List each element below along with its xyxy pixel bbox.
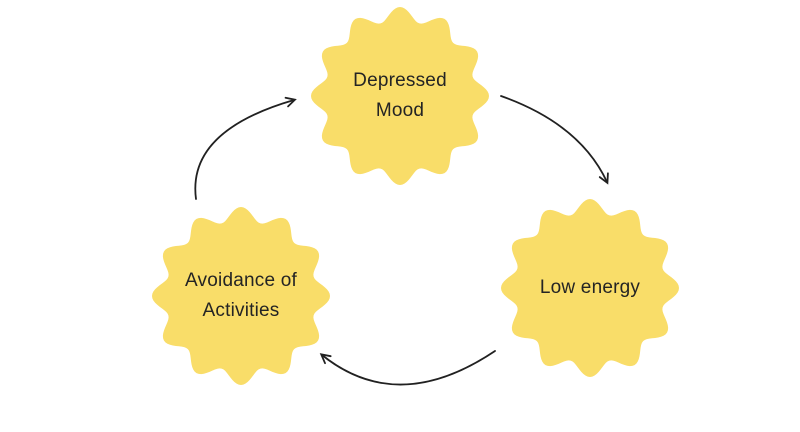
node-label-low-energy: Low energy — [500, 199, 680, 377]
node-low-energy: Low energy — [500, 199, 680, 377]
scalloped-circle-shape — [311, 7, 489, 185]
arrow-depressed-mood-to-low-energy — [500, 95, 609, 185]
node-label-depressed-mood: Depressed Mood — [310, 7, 490, 185]
node-label-avoidance-of-activities: Avoidance of Activities — [151, 207, 331, 385]
node-label-line: Low energy — [539, 277, 641, 298]
node-label-line: Depressed — [353, 70, 447, 91]
node-avoidance-of-activities: Avoidance of Activities — [151, 207, 331, 385]
node-label-line: Mood — [375, 100, 425, 121]
node-label-line: Avoidance of — [185, 270, 297, 291]
scalloped-circle-shape — [501, 199, 679, 377]
arrow-low-energy-to-avoidance — [319, 350, 496, 386]
arrow-avoidance-to-depressed-mood — [194, 96, 297, 200]
node-label-line: Activities — [202, 300, 280, 321]
node-depressed-mood: Depressed Mood — [310, 7, 490, 185]
scalloped-circle-shape — [152, 207, 330, 385]
